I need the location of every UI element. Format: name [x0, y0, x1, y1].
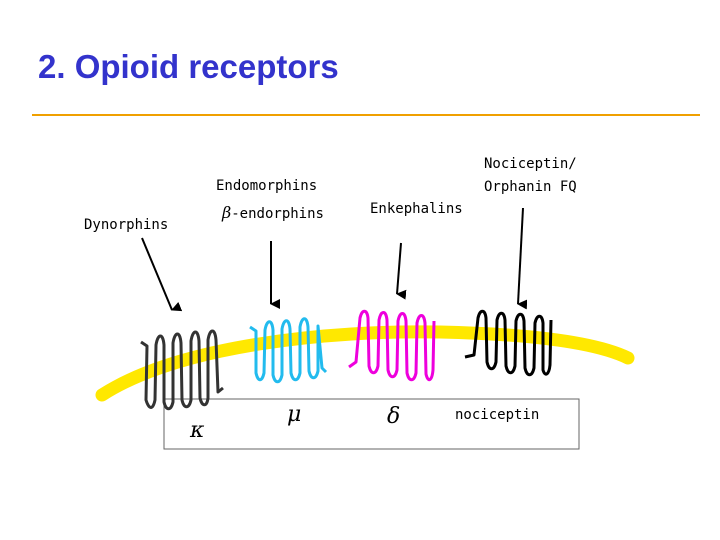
- title-divider: [32, 114, 700, 116]
- kappa-label: κ: [189, 418, 205, 443]
- endomorphins-label: Endomorphins: [216, 178, 317, 194]
- mu-label: μ: [287, 402, 301, 427]
- kappa-receptor: [140, 329, 224, 411]
- nociceptin-arrow: [517, 207, 528, 310]
- delta-receptor: [348, 309, 436, 382]
- receptor-label-box: [163, 398, 580, 450]
- enkephalins-label: Enkephalins: [370, 201, 463, 217]
- nociceptin-label-line2: Orphanin FQ: [484, 179, 577, 195]
- beta-endorphins-label: β-endorphins: [221, 203, 324, 222]
- nociceptin-receptor-label: nociceptin: [455, 407, 539, 423]
- nociceptin-label-line1: Nociceptin/: [484, 156, 577, 172]
- mu-receptor: [249, 317, 328, 384]
- dynorphins-label: Dynorphins: [84, 217, 168, 233]
- dynorphins-arrow: [141, 237, 183, 312]
- nociceptin-receptor: [464, 309, 553, 377]
- delta-label: δ: [387, 404, 400, 429]
- beta-symbol: β: [221, 203, 231, 222]
- enkephalins-arrow: [396, 242, 407, 300]
- cell-membrane: [95, 325, 635, 402]
- page-title: 2. Opioid receptors: [38, 48, 339, 85]
